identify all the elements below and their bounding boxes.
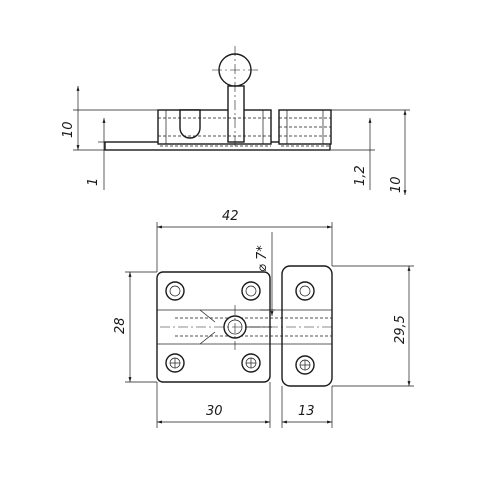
block-slot xyxy=(179,109,201,139)
screw-hole xyxy=(165,281,185,301)
top-view: 10 1 1,2 10 xyxy=(61,46,410,195)
dim-offset-label: 1,2 xyxy=(353,165,368,186)
dim-plate-thickness-label: 1 xyxy=(86,178,101,186)
screw-hole xyxy=(295,355,315,375)
dim-height-right-label: 10 xyxy=(389,176,404,193)
dim-right-height-label: 29,5 xyxy=(393,315,408,344)
dim-pin-diameter-label: ⌀ 7* xyxy=(255,245,270,272)
dim-right-width-label: 13 xyxy=(298,404,315,419)
left-block xyxy=(157,109,272,145)
screw-hole xyxy=(165,353,185,373)
screw-hole xyxy=(295,281,315,301)
front-view: 42 ⌀ 7* 28 29,5 30 13 xyxy=(113,209,414,428)
dim-left-height-label: 28 xyxy=(113,317,128,334)
dim-total-width-label: 42 xyxy=(222,209,239,224)
screw-hole xyxy=(241,353,261,373)
screw-hole xyxy=(241,281,261,301)
dim-height-left-label: 10 xyxy=(61,121,76,138)
knob-stem xyxy=(227,85,245,143)
dim-left-width-label: 30 xyxy=(206,404,223,419)
